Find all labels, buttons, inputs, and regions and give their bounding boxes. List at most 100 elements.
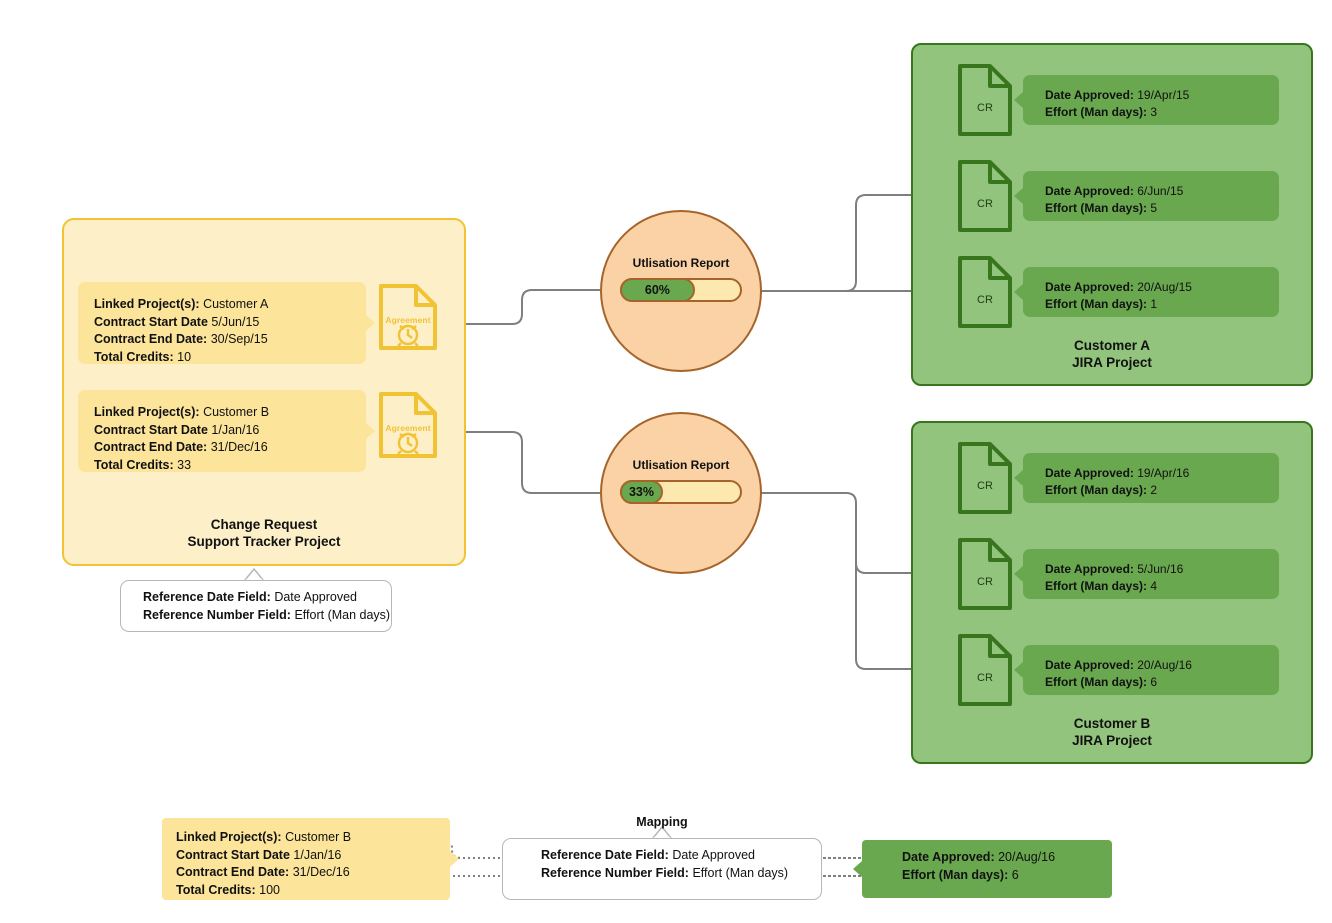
- jira-title-line-1: Customer A: [1073, 338, 1150, 353]
- field-value: Customer B: [285, 830, 352, 844]
- field-value: 1: [1150, 297, 1158, 311]
- field-row: Effort (Man days): 1: [1045, 296, 1279, 313]
- agreement-document-icon[interactable]: Agreement: [378, 283, 438, 351]
- field-value: 30/Sep/15: [210, 332, 268, 346]
- utilisation-report-circle[interactable]: Utlisation Report 33%: [600, 412, 762, 574]
- field-value: 2: [1150, 483, 1158, 497]
- field-value: 19/Apr/16: [1137, 466, 1190, 480]
- field-label: Contract Start Date: [94, 314, 208, 329]
- field-row: Effort (Man days): 3: [1045, 104, 1279, 121]
- agreement-card[interactable]: Linked Project(s): Customer A Contract S…: [78, 282, 375, 367]
- field-row: Linked Project(s): Customer A: [94, 296, 366, 314]
- field-row: Linked Project(s): Customer B: [94, 404, 366, 422]
- field-label: Linked Project(s):: [176, 830, 282, 844]
- field-row: Reference Number Field: Effort (Man days…: [541, 865, 821, 883]
- field-label: Effort (Man days):: [1045, 297, 1147, 311]
- field-label: Effort (Man days):: [1045, 201, 1147, 215]
- cr-icon-label: CR: [977, 198, 993, 210]
- field-value: 19/Apr/15: [1137, 88, 1190, 102]
- field-value: Date Approved: [672, 848, 756, 862]
- change-request-icon[interactable]: CR: [956, 62, 1014, 138]
- jira-title-line-2: JIRA Project: [1072, 733, 1152, 748]
- mapping-fields-box[interactable]: Reference Date Field: Date Approved Refe…: [502, 838, 822, 900]
- field-label: Contract Start Date: [94, 422, 208, 437]
- change-request-card[interactable]: Date Approved: 20/Aug/16 Effort (Man day…: [1014, 645, 1279, 695]
- change-request-icon[interactable]: CR: [956, 440, 1014, 516]
- field-label: Date Approved:: [1045, 280, 1134, 294]
- field-row: Total Credits: 10: [94, 349, 366, 367]
- field-label: Total Credits:: [94, 457, 174, 472]
- field-label: Contract Start Date: [176, 847, 290, 862]
- jira-panel-title: Customer A JIRA Project: [913, 337, 1311, 371]
- field-row: Date Approved: 19/Apr/15: [1045, 87, 1279, 104]
- utilisation-progress-fill: 33%: [620, 480, 663, 504]
- cr-document-icon-glyph: [958, 442, 1012, 514]
- tracker-panel-title: Change Request Support Tracker Project: [64, 516, 464, 550]
- field-value: 1/Jan/16: [211, 422, 260, 437]
- field-row: Contract Start Date 5/Jun/15: [94, 314, 366, 332]
- mapping-title: Mapping: [636, 815, 688, 829]
- field-row: Effort (Man days): 4: [1045, 578, 1279, 595]
- change-request-card[interactable]: Date Approved: 19/Apr/15 Effort (Man day…: [1014, 75, 1279, 125]
- field-label: Effort (Man days):: [1045, 483, 1147, 497]
- field-value: 20/Aug/15: [1137, 280, 1192, 294]
- field-row: Contract End Date: 31/Dec/16: [94, 439, 366, 457]
- field-value: 31/Dec/16: [292, 865, 350, 879]
- field-value: 5/Jun/15: [211, 314, 260, 329]
- change-request-icon[interactable]: CR: [956, 632, 1014, 708]
- mapping-source-card[interactable]: Linked Project(s): Customer B Contract S…: [162, 818, 459, 900]
- utilisation-report-title: Utlisation Report: [632, 256, 730, 270]
- field-value: 31/Dec/16: [210, 440, 268, 454]
- change-request-card[interactable]: Date Approved: 5/Jun/16 Effort (Man days…: [1014, 549, 1279, 599]
- field-row: Reference Number Field: Effort (Man days…: [143, 607, 391, 625]
- field-value: 1/Jan/16: [293, 847, 342, 862]
- field-value: 6/Jun/15: [1137, 184, 1184, 198]
- agreement-card[interactable]: Linked Project(s): Customer B Contract S…: [78, 390, 375, 475]
- field-label: Contract End Date:: [94, 440, 208, 454]
- callout-notch: [1014, 284, 1023, 300]
- agreement-document-icon[interactable]: Agreement: [378, 391, 438, 459]
- reference-field-callout[interactable]: Reference Date Field: Date Approved Refe…: [120, 580, 392, 632]
- field-label: Date Approved:: [902, 850, 995, 864]
- field-row: Effort (Man days): 6: [1045, 674, 1279, 691]
- field-row: Date Approved: 20/Aug/15: [1045, 279, 1279, 296]
- jira-project-panel[interactable]: CR Date Approved: 19/Apr/16 Effort (Man …: [911, 421, 1313, 764]
- field-row: Total Credits: 33: [94, 457, 366, 475]
- field-value: 10: [177, 349, 192, 364]
- agreement-icon-label: Agreement: [385, 315, 431, 325]
- field-label: Contract End Date:: [94, 332, 208, 346]
- field-label: Total Credits:: [176, 882, 256, 897]
- cr-document-icon-glyph: [958, 64, 1012, 136]
- field-label: Date Approved:: [1045, 658, 1134, 672]
- jira-project-panel[interactable]: CR Date Approved: 19/Apr/15 Effort (Man …: [911, 43, 1313, 386]
- field-label: Effort (Man days):: [1045, 105, 1147, 119]
- utilisation-report-circle[interactable]: Utlisation Report 60%: [600, 210, 762, 372]
- field-label: Date Approved:: [1045, 88, 1134, 102]
- field-row: Date Approved: 20/Aug/16: [1045, 657, 1279, 674]
- tracker-title-line-2: Support Tracker Project: [187, 534, 341, 549]
- utilisation-progress-bar: 60%: [620, 278, 742, 302]
- utilisation-progress-bar: 33%: [620, 480, 742, 504]
- change-request-tracker-panel[interactable]: Linked Project(s): Customer A Contract S…: [62, 218, 466, 566]
- field-value: 3: [1150, 105, 1158, 119]
- callout-notch: [366, 423, 375, 439]
- field-row: Contract End Date: 30/Sep/15: [94, 331, 366, 349]
- mapping-target-card[interactable]: Date Approved: 20/Aug/16 Effort (Man day…: [853, 840, 1112, 898]
- change-request-card[interactable]: Date Approved: 19/Apr/16 Effort (Man day…: [1014, 453, 1279, 503]
- change-request-card[interactable]: Date Approved: 20/Aug/15 Effort (Man day…: [1014, 267, 1279, 317]
- field-row: Contract End Date: 31/Dec/16: [176, 864, 450, 882]
- field-label: Linked Project(s):: [94, 405, 200, 419]
- cr-document-icon-glyph: [958, 160, 1012, 232]
- change-request-card[interactable]: Date Approved: 6/Jun/15 Effort (Man days…: [1014, 171, 1279, 221]
- change-request-icon[interactable]: CR: [956, 254, 1014, 330]
- change-request-icon[interactable]: CR: [956, 158, 1014, 234]
- field-row: Date Approved: 19/Apr/16: [1045, 465, 1279, 482]
- field-label: Date Approved:: [1045, 562, 1134, 576]
- utilisation-report-title: Utlisation Report: [632, 458, 730, 472]
- tracker-title-line-1: Change Request: [210, 517, 318, 532]
- change-request-icon[interactable]: CR: [956, 536, 1014, 612]
- callout-notch: [1014, 470, 1023, 486]
- field-row: Contract Start Date 1/Jan/16: [176, 847, 450, 865]
- field-row: Effort (Man days): 6: [902, 867, 1112, 885]
